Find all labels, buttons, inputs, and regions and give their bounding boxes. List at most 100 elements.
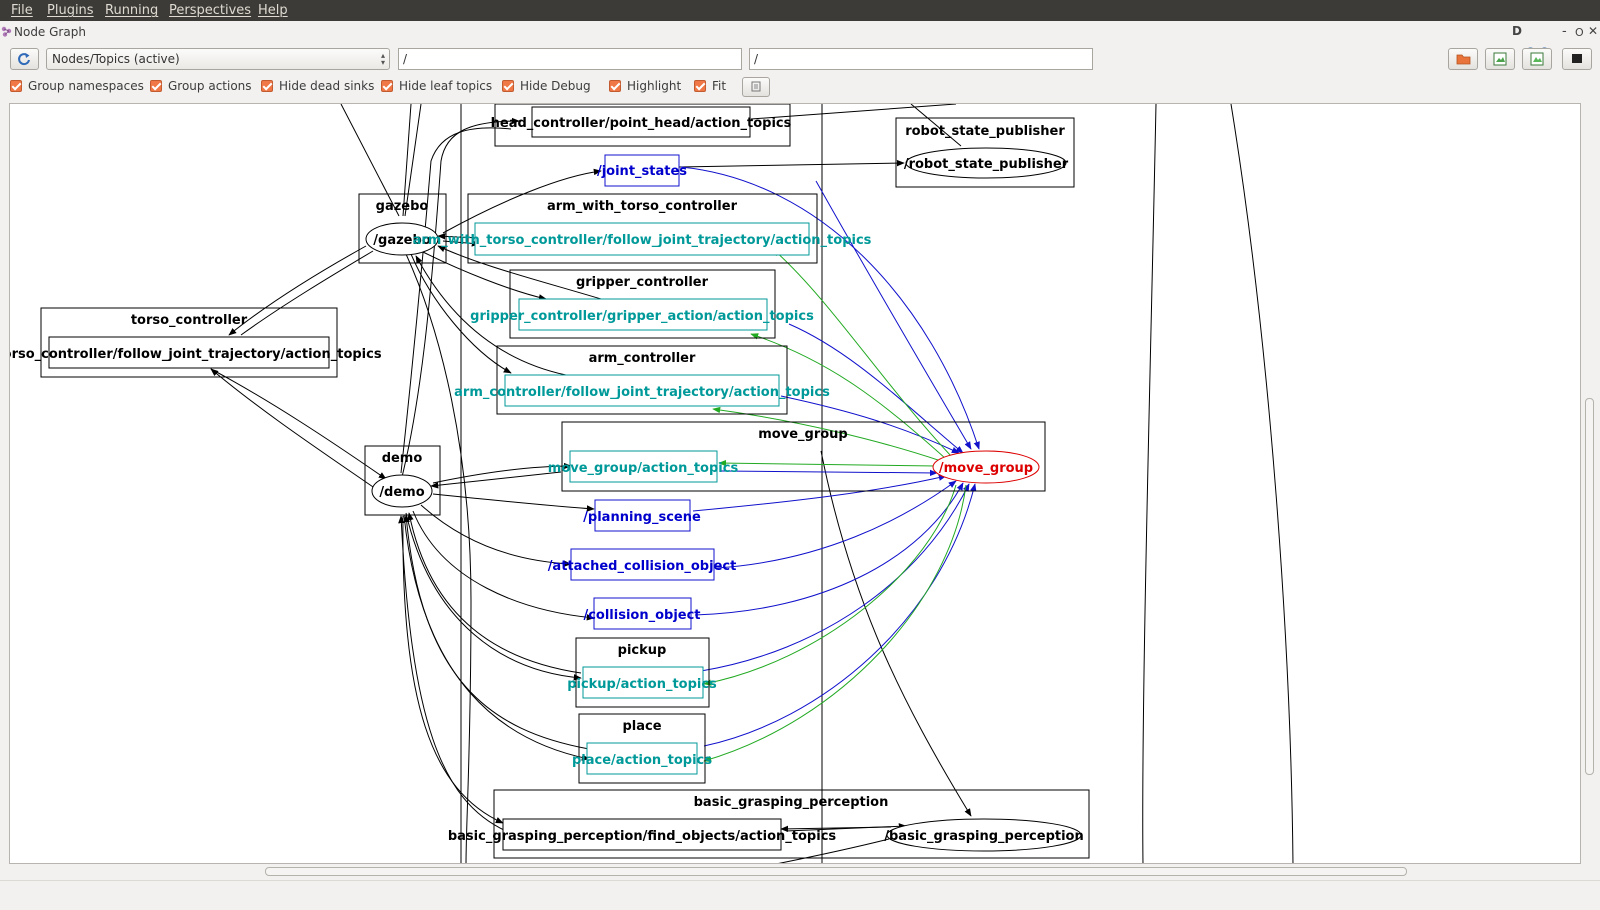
cluster-pickup-label: pickup bbox=[618, 643, 667, 658]
fit-label: Fit bbox=[712, 79, 727, 93]
menu-perspectives[interactable]: Perspectives bbox=[169, 3, 252, 18]
highlight-checkbox[interactable]: Highlight bbox=[609, 79, 681, 93]
node-demo[interactable] bbox=[371, 474, 433, 508]
combo-arrows-icon: ▴▾ bbox=[380, 51, 385, 67]
checkbox-checked-icon bbox=[150, 80, 162, 92]
menu-file[interactable]: File bbox=[11, 3, 33, 18]
cluster-demo-label: demo bbox=[382, 451, 423, 466]
cluster-basic-grasping-perception[interactable] bbox=[493, 789, 1090, 859]
graph-type-select[interactable]: Nodes/Topics (active) ▴▾ bbox=[46, 48, 390, 70]
cluster-pickup[interactable] bbox=[575, 637, 710, 708]
load-dot-button[interactable] bbox=[1448, 48, 1478, 70]
topic-planning-scene-label: /planning_scene bbox=[583, 510, 701, 525]
graph-canvas[interactable]: head_controller/point_head/action_topics… bbox=[9, 103, 1581, 864]
checkbox-checked-icon bbox=[609, 80, 621, 92]
cluster-place[interactable] bbox=[578, 713, 706, 784]
fit-in-view-button[interactable] bbox=[742, 77, 770, 97]
namespace-filter-input[interactable]: / bbox=[398, 48, 742, 70]
cluster-gripper-controller[interactable] bbox=[509, 269, 776, 339]
vertical-scrollbar[interactable] bbox=[1582, 103, 1596, 864]
save-image-button[interactable] bbox=[1562, 48, 1592, 70]
action-pickup[interactable] bbox=[582, 666, 704, 699]
horizontal-scrollbar[interactable] bbox=[9, 864, 1581, 878]
status-bar bbox=[0, 880, 1600, 910]
hide-debug-checkbox[interactable]: Hide Debug bbox=[502, 79, 591, 93]
node-gazebo-label: /gazebo bbox=[373, 233, 431, 248]
action-find-objects-label: basic_grasping_perception/find_objects/a… bbox=[448, 829, 837, 844]
node-basic-grasping-perception[interactable] bbox=[886, 818, 1082, 852]
menu-running[interactable]: Running bbox=[105, 3, 159, 18]
node-move-group-label: /move_group bbox=[939, 461, 1033, 476]
save-dot-button[interactable] bbox=[1485, 48, 1515, 70]
topic-filter-input[interactable]: / bbox=[749, 48, 1093, 70]
graph-type-value: Nodes/Topics (active) bbox=[52, 52, 180, 66]
vertical-scroll-thumb[interactable] bbox=[1585, 398, 1594, 775]
green-edges bbox=[703, 248, 967, 763]
dock-label[interactable]: D bbox=[1512, 24, 1522, 38]
action-move-group[interactable] bbox=[569, 450, 718, 483]
hide-leaf-topics-checkbox[interactable]: Hide leaf topics bbox=[381, 79, 492, 93]
hide-debug-label: Hide Debug bbox=[520, 79, 591, 93]
action-arm-with-torso[interactable] bbox=[474, 222, 810, 256]
window-title-bar: Node Graph D ? - O ✕ bbox=[0, 21, 1600, 60]
topic-planning-scene[interactable] bbox=[594, 499, 691, 532]
head-action-label: head_controller/point_head/action_topics bbox=[491, 116, 792, 131]
action-gripper[interactable] bbox=[518, 298, 768, 331]
minimize-button[interactable]: - bbox=[1562, 24, 1567, 39]
node-graph-icon bbox=[1, 26, 12, 37]
action-find-objects[interactable] bbox=[502, 818, 782, 851]
horizontal-scroll-thumb[interactable] bbox=[265, 867, 1407, 876]
topic-collision-object[interactable] bbox=[593, 597, 692, 630]
action-arm[interactable] bbox=[504, 374, 780, 407]
cluster-arm-controller[interactable] bbox=[496, 345, 788, 415]
node-move-group[interactable] bbox=[932, 450, 1040, 484]
cluster-head-controller[interactable] bbox=[494, 104, 791, 147]
action-torso[interactable] bbox=[48, 336, 330, 369]
cluster-demo[interactable] bbox=[364, 445, 441, 516]
action-pickup-label: pickup/action_topics bbox=[567, 677, 717, 692]
action-arm-label: arm_controller/follow_joint_trajectory/a… bbox=[454, 385, 830, 400]
checkbox-checked-icon bbox=[10, 80, 22, 92]
save-svg-button[interactable] bbox=[1522, 48, 1552, 70]
fit-checkbox[interactable]: Fit bbox=[694, 79, 726, 93]
head-action-box[interactable] bbox=[531, 106, 751, 138]
cluster-robot-state-publisher[interactable] bbox=[895, 117, 1075, 188]
cluster-move-group[interactable] bbox=[561, 421, 1046, 492]
group-namespaces-checkbox[interactable]: Group namespaces bbox=[10, 79, 144, 93]
node-graph: head_controller/point_head/action_topics… bbox=[10, 104, 1294, 863]
node-robot-state-publisher[interactable] bbox=[905, 147, 1067, 179]
checkbox-checked-icon bbox=[502, 80, 514, 92]
group-actions-label: Group actions bbox=[168, 79, 252, 93]
cluster-torso-controller[interactable] bbox=[40, 307, 338, 378]
group-actions-checkbox[interactable]: Group actions bbox=[150, 79, 252, 93]
hide-leaf-topics-label: Hide leaf topics bbox=[399, 79, 493, 93]
menu-bar: File Plugins Running Perspectives Help bbox=[0, 0, 1600, 21]
menu-help[interactable]: Help bbox=[258, 3, 288, 18]
hide-dead-sinks-checkbox[interactable]: Hide dead sinks bbox=[261, 79, 374, 93]
action-place-label: place/action_topics bbox=[572, 753, 712, 768]
black-edges bbox=[210, 117, 907, 863]
topic-joint-states[interactable] bbox=[604, 154, 680, 187]
hide-dead-sinks-label: Hide dead sinks bbox=[279, 79, 375, 93]
action-place[interactable] bbox=[586, 742, 698, 775]
checkbox-checked-icon bbox=[694, 80, 706, 92]
restore-button[interactable]: O bbox=[1575, 26, 1584, 39]
image-icon bbox=[1572, 54, 1582, 63]
cluster-gazebo[interactable] bbox=[358, 193, 447, 264]
close-button[interactable]: ✕ bbox=[1588, 24, 1599, 38]
cluster-gazebo-label: gazebo bbox=[376, 199, 429, 214]
node-gazebo[interactable] bbox=[365, 222, 439, 256]
save-svg-icon bbox=[1530, 52, 1544, 66]
menu-plugins[interactable]: Plugins bbox=[47, 3, 94, 18]
toolbar: Nodes/Topics (active) ▴▾ / / bbox=[0, 46, 1600, 74]
cluster-place-label: place bbox=[622, 719, 661, 734]
save-image-icon bbox=[1493, 52, 1507, 66]
topic-attached-collision-object[interactable] bbox=[570, 548, 715, 581]
cluster-arm-with-torso-label: arm_with_torso_controller bbox=[547, 199, 738, 214]
folder-icon bbox=[1456, 54, 1471, 65]
cluster-arm-with-torso-controller[interactable] bbox=[467, 193, 818, 264]
cluster-arm-controller-label: arm_controller bbox=[589, 351, 696, 366]
topic-joint-states-label: /joint_states bbox=[597, 164, 687, 179]
action-gripper-label: gripper_controller/gripper_action/action… bbox=[470, 309, 814, 324]
refresh-button[interactable] bbox=[10, 48, 39, 70]
